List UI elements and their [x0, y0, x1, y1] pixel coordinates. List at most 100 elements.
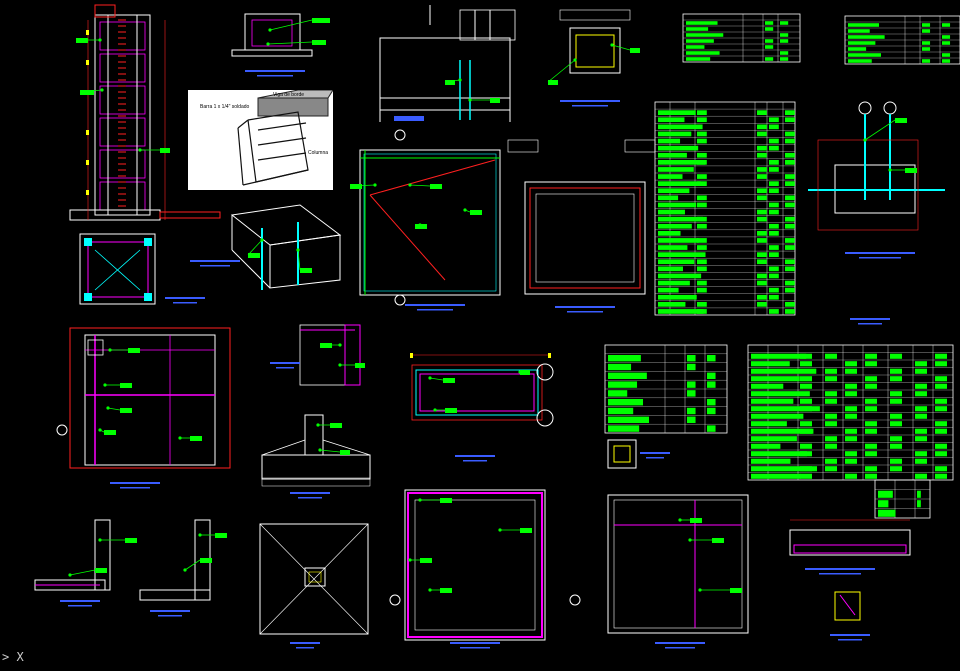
title-bar — [150, 610, 190, 612]
callout-tag — [470, 210, 482, 215]
table-cell-fill — [687, 407, 696, 415]
table-cell-fill — [658, 174, 683, 179]
table-cell-fill — [707, 399, 716, 406]
table-cell-fill — [785, 181, 795, 186]
schedule-tables — [605, 14, 960, 518]
table-cell-fill — [658, 117, 685, 123]
rebar-corner — [84, 293, 92, 301]
table-cell-fill — [865, 466, 877, 472]
callout-tag — [300, 268, 312, 273]
table-cell-fill — [751, 383, 784, 389]
callout-tag — [895, 118, 907, 123]
table-cell-fill — [757, 131, 767, 137]
callout-tag — [490, 98, 500, 103]
slab-plan — [359, 149, 501, 296]
table-cell-fill — [848, 29, 870, 33]
callout-tag — [355, 363, 365, 368]
callout-tag — [312, 40, 326, 45]
table-cell-fill — [878, 509, 896, 517]
table-cell-fill — [878, 490, 893, 498]
table-cell-fill — [686, 39, 714, 43]
title-bar — [640, 452, 670, 454]
table-cell-fill — [890, 421, 902, 427]
table-cell-fill — [697, 131, 707, 137]
dimension-tick — [86, 160, 89, 165]
table-cell-fill — [658, 280, 690, 286]
callout-tag — [520, 370, 530, 375]
table-cell-fill — [845, 428, 857, 434]
table-cell-fill — [935, 406, 947, 412]
table-cell-fill — [845, 361, 857, 367]
cover-rebar — [407, 492, 543, 638]
table-cell-fill — [935, 361, 947, 367]
table-cell-fill — [757, 209, 767, 215]
table-cell-fill — [942, 35, 951, 39]
leader-line — [184, 559, 201, 571]
table-cell-fill — [697, 117, 707, 123]
table-cell-fill — [658, 110, 696, 115]
leader-dot — [98, 538, 102, 542]
detail-frame — [817, 139, 919, 231]
table-cell-fill — [785, 302, 795, 307]
leader-line — [297, 249, 301, 271]
table-cell-fill — [765, 39, 774, 43]
diagonal-bar — [369, 194, 446, 281]
leader-dot — [408, 183, 412, 187]
table-cell-fill — [769, 188, 779, 194]
table-cell-fill — [845, 473, 857, 479]
slab-plan-2-inner — [84, 334, 216, 466]
leader-dot — [688, 538, 692, 542]
table-cell-fill — [785, 223, 795, 229]
callout-tag — [248, 253, 260, 258]
corner-box — [87, 339, 104, 356]
title-bar — [158, 615, 182, 617]
table-cell-fill — [865, 353, 877, 359]
table-cell-fill — [658, 181, 701, 186]
table-cell-fill — [608, 416, 649, 423]
table-cell-fill — [780, 39, 789, 43]
manhole-plan — [569, 27, 621, 74]
table-cell-fill — [697, 302, 707, 307]
table-cell-fill — [878, 500, 889, 508]
table-cell-fill — [686, 45, 705, 49]
rebar-corner — [84, 238, 92, 246]
table-cell-fill — [890, 466, 902, 472]
table-cell-fill — [848, 53, 882, 57]
leader-line — [267, 41, 313, 45]
leader-dot — [68, 573, 72, 577]
leader-dot — [266, 42, 270, 46]
leader-dot — [458, 78, 462, 82]
table-cell-fill — [608, 372, 647, 379]
leader-line — [107, 407, 121, 411]
table-cell-fill — [769, 124, 779, 130]
leader-dot — [338, 363, 342, 367]
title-bar — [120, 487, 150, 489]
table-cell-fill — [785, 216, 795, 222]
title-bar — [405, 304, 465, 306]
table-cell-fill — [800, 406, 812, 412]
callout-tag — [520, 528, 532, 533]
table-cell-fill — [686, 57, 711, 61]
table-cell-fill — [825, 413, 837, 419]
rebar-corner — [144, 293, 152, 301]
table-cell-fill — [697, 309, 707, 314]
table-cell-fill — [890, 391, 902, 397]
corner-beam — [139, 589, 211, 601]
table-cell-fill — [785, 202, 795, 208]
table-cell-fill — [865, 406, 877, 412]
title-bar — [276, 367, 294, 369]
leader-line — [429, 377, 444, 381]
sump — [304, 567, 326, 587]
leader-dot — [338, 343, 342, 347]
table-cell-fill — [658, 138, 681, 144]
leader-dot — [260, 238, 264, 242]
callout-tag — [190, 436, 202, 441]
table-cell-fill — [751, 421, 787, 427]
title-bar — [290, 492, 330, 494]
leader-dot — [888, 168, 892, 172]
table-cell-fill — [890, 413, 902, 419]
leader-dot — [103, 383, 107, 387]
table-cell-fill — [658, 202, 697, 208]
table-cell-fill — [769, 209, 779, 215]
table-cell-fill — [686, 27, 709, 31]
